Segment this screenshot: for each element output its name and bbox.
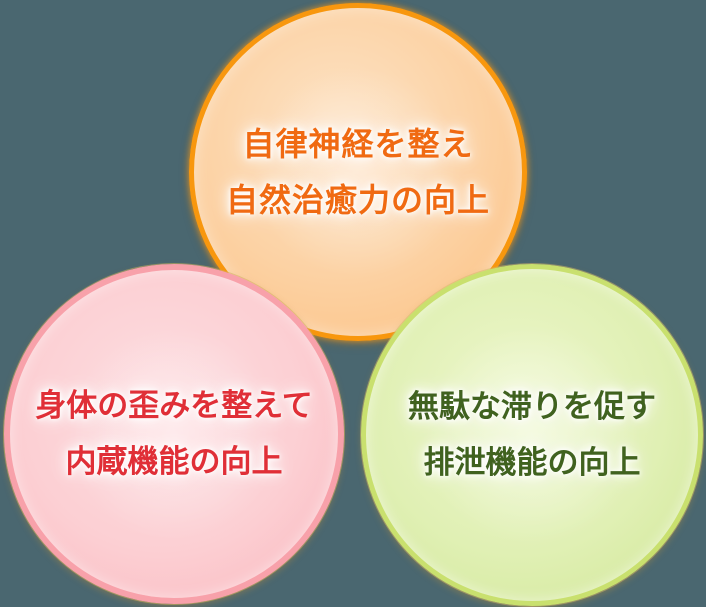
circle-autonomic-line-2: 自然治癒力の向上 xyxy=(225,182,490,218)
circle-posture-line-2: 内蔵機能の向上 xyxy=(65,444,283,479)
circle-autonomic-line-1: 自律神経を整え xyxy=(242,126,474,162)
circle-posture-line-1: 身体の歪みを整えて xyxy=(35,388,313,423)
circle-excretion: 無駄な滞りを促す 排泄機能の向上 xyxy=(361,264,703,606)
circle-excretion-line-2: 排泄機能の向上 xyxy=(423,445,641,480)
circle-excretion-line-1: 無駄な滞りを促す xyxy=(408,389,656,424)
circle-posture: 身体の歪みを整えて 内蔵機能の向上 xyxy=(4,264,344,604)
